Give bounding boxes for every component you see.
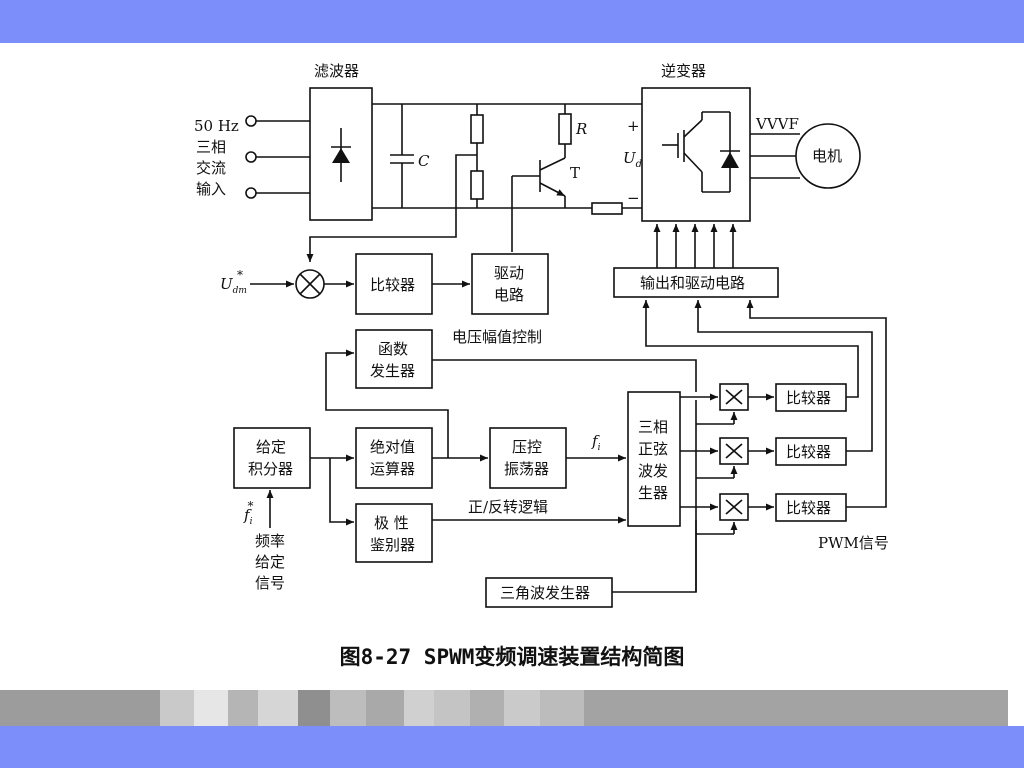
comparator-b-label: 比较器 — [786, 443, 831, 461]
pwm-label: PWM信号 — [818, 534, 889, 552]
bottom-bar — [0, 726, 1024, 768]
bus-plus-label: + — [627, 117, 640, 135]
multiplier-c — [680, 493, 774, 521]
comparator-box-c — [775, 493, 847, 522]
vco-label-2: 振荡器 — [504, 460, 549, 478]
udm-label: Udm* — [220, 268, 247, 296]
top-title-bar — [0, 0, 1024, 43]
ud-label: Ud — [623, 149, 642, 170]
logic-label: 正/反转逻辑 — [468, 498, 548, 516]
capacitor-icon — [390, 104, 414, 208]
resistor-label: R — [575, 120, 587, 138]
pwm-line-c — [746, 300, 887, 508]
fi-star-label: fi* — [243, 499, 253, 527]
output-drive-box — [613, 267, 779, 298]
abs-to-function-wire — [325, 349, 449, 458]
igbt-icon — [662, 111, 740, 193]
input-frequency-label: 50 Hz — [194, 117, 239, 135]
sine-label-2: 正弦 — [638, 440, 668, 458]
sense-resistor-icon — [591, 202, 623, 215]
brake-resistor-icon — [558, 104, 572, 158]
comparator-1-label: 比较器 — [370, 276, 415, 294]
comparator-box-a — [775, 383, 847, 412]
pwm-line-a — [642, 300, 859, 398]
gate-signal-arrows — [653, 224, 737, 268]
sine-label-3: 波发 — [638, 462, 668, 480]
sine-label-1: 三相 — [638, 418, 668, 436]
integrator-box — [233, 427, 311, 489]
voltage-amplitude-control-label: 电压幅值控制 — [452, 328, 542, 346]
abs-value-box — [355, 427, 433, 489]
spwm-block-diagram: 50 Hz 三相 交流 输入 滤波器 C R — [194, 62, 889, 608]
decorative-photo-strip — [0, 690, 1024, 726]
inverter-box — [641, 87, 751, 222]
inverter-label: 逆变器 — [661, 62, 706, 80]
input-label-line2: 三相 — [196, 138, 226, 156]
sine-generator-box — [627, 391, 681, 527]
func-to-sine-wire — [432, 359, 697, 392]
motor-label: 电机 — [812, 147, 842, 165]
multiplier-b — [680, 437, 774, 465]
input-label-line4: 输入 — [196, 180, 226, 198]
sine-label-4: 生器 — [638, 484, 668, 502]
bus-minus-label: − — [627, 189, 640, 207]
capacitor-label: C — [418, 152, 430, 170]
vco-box — [489, 427, 567, 489]
polarity-label-1: 极 性 — [374, 514, 409, 532]
freq-signal-label-3: 信号 — [255, 574, 285, 592]
input-terminals — [245, 115, 310, 199]
fi-label: fi — [591, 432, 601, 453]
transistor-label: T — [570, 164, 580, 182]
vvvf-label: VVVF — [755, 115, 799, 133]
integrator-label-2: 积分器 — [248, 460, 293, 478]
voltage-divider-resistors — [470, 104, 484, 208]
vco-label-1: 压控 — [512, 438, 542, 456]
drive-label-1: 驱动 — [494, 264, 524, 282]
integrator-label-1: 给定 — [256, 438, 286, 456]
input-label-line3: 交流 — [196, 159, 226, 177]
polarity-label-2: 鉴别器 — [370, 536, 415, 554]
transistor-icon — [511, 157, 566, 252]
abs-label-2: 运算器 — [370, 460, 415, 478]
function-generator-box — [355, 329, 433, 389]
abs-label-1: 绝对值 — [370, 438, 415, 456]
voltage-feedback-wire — [306, 154, 477, 262]
function-gen-label-1: 函数 — [378, 340, 408, 358]
output-drive-label: 输出和驱动电路 — [640, 274, 745, 292]
freq-signal-label-1: 频率 — [255, 532, 285, 550]
motor-circle — [795, 123, 861, 189]
comparator-c-label: 比较器 — [786, 499, 831, 517]
multiplier-a — [680, 383, 774, 411]
pwm-line-b — [694, 300, 873, 452]
comparator-a-label: 比较器 — [786, 389, 831, 407]
triangle-label: 三角波发生器 — [500, 584, 590, 602]
drive-circuit-box — [471, 253, 549, 315]
comparator-box-1 — [355, 253, 433, 315]
rectifier-diode-icon — [331, 128, 351, 182]
freq-signal-label-2: 给定 — [255, 553, 285, 571]
figure-caption: 图8-27 SPWM变频调速装置结构简图 — [339, 645, 685, 669]
filter-label: 滤波器 — [314, 62, 359, 80]
polarity-box — [355, 503, 433, 563]
drive-label-2: 电路 — [494, 286, 524, 304]
function-gen-label-2: 发生器 — [370, 362, 415, 380]
